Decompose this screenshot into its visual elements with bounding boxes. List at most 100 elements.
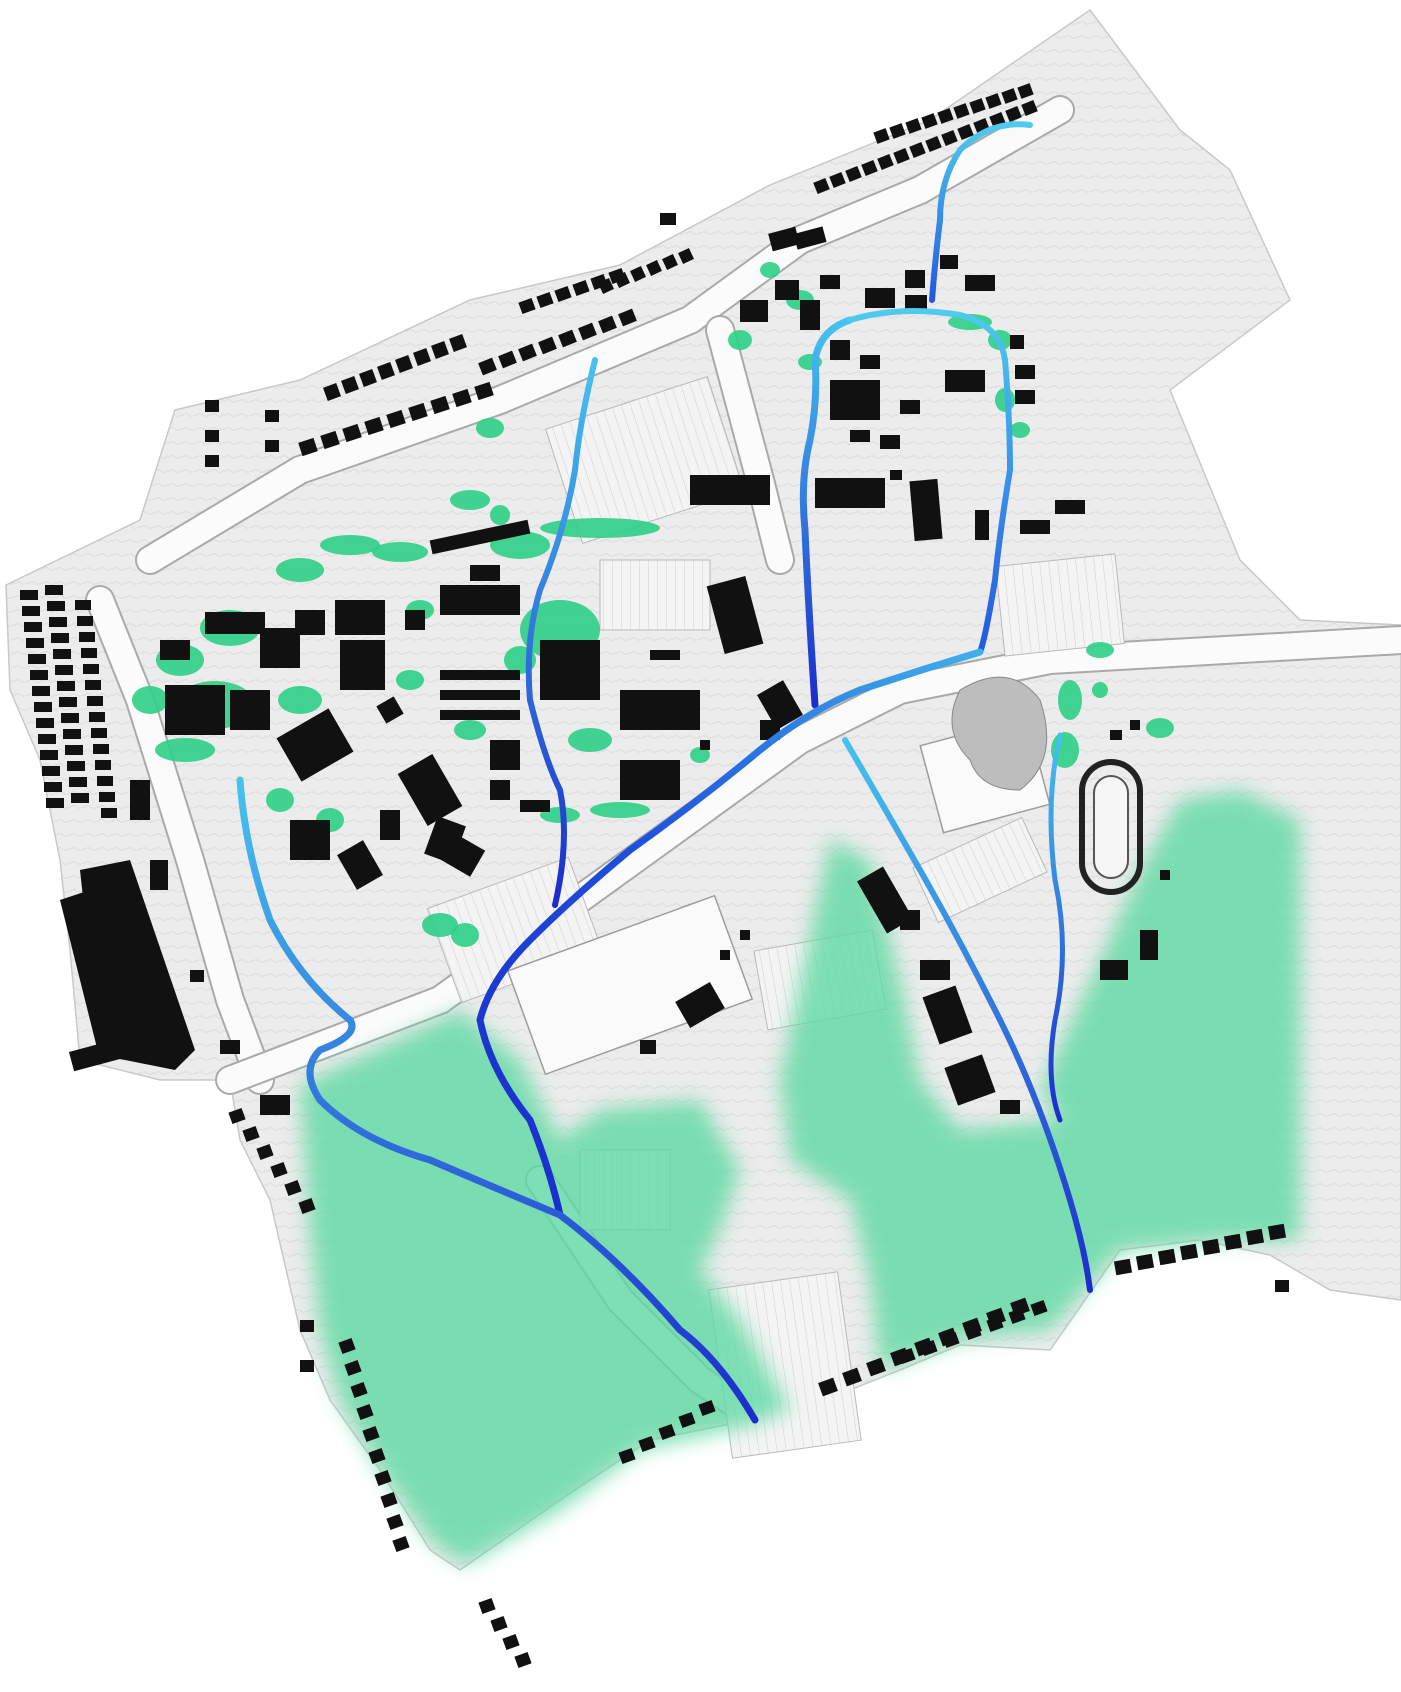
building-footprint bbox=[518, 343, 537, 362]
tree-cluster bbox=[690, 747, 710, 763]
building-footprint bbox=[368, 1447, 386, 1465]
stream-southeast bbox=[842, 737, 1093, 1293]
building-footprint bbox=[46, 798, 64, 808]
building-footprint bbox=[620, 760, 680, 800]
building-footprint bbox=[660, 213, 676, 225]
building-footprint bbox=[618, 308, 637, 327]
building-footprint bbox=[1223, 1233, 1243, 1251]
building-footprint bbox=[335, 600, 385, 635]
building-footprint bbox=[405, 610, 425, 630]
building-footprint bbox=[344, 1359, 362, 1377]
building-footprint bbox=[1140, 930, 1158, 960]
building-footprint bbox=[57, 681, 75, 691]
building-footprint bbox=[397, 754, 463, 826]
road-west bbox=[87, 587, 273, 1093]
building-footprint bbox=[900, 400, 920, 414]
tree-cluster bbox=[1086, 642, 1114, 658]
building-footprint bbox=[698, 1399, 716, 1417]
building-footprint bbox=[380, 810, 400, 840]
building-footprint bbox=[558, 329, 577, 348]
building-footprint bbox=[842, 1367, 862, 1387]
building-footprint bbox=[474, 381, 494, 401]
tree-cluster bbox=[450, 490, 490, 510]
building-footprint bbox=[1017, 83, 1034, 99]
building-footprint bbox=[490, 740, 520, 770]
building-footprint bbox=[97, 776, 113, 786]
building-footprint bbox=[1245, 1228, 1265, 1246]
tree-cluster bbox=[454, 720, 486, 740]
building-footprint bbox=[24, 622, 42, 632]
building-footprint bbox=[36, 718, 54, 728]
building-footprint bbox=[376, 696, 404, 724]
building-footprint bbox=[1267, 1223, 1287, 1241]
parking-stalls bbox=[600, 560, 710, 630]
building-footprint bbox=[944, 1054, 996, 1106]
building-footprint bbox=[69, 777, 87, 787]
building-footprint bbox=[265, 440, 279, 452]
building-footprint bbox=[942, 1331, 960, 1349]
building-footprint bbox=[900, 910, 920, 930]
building-footprint bbox=[975, 510, 989, 540]
tree-cluster bbox=[422, 913, 458, 937]
building-footprint bbox=[1005, 106, 1022, 122]
building-footprint bbox=[392, 1535, 410, 1553]
building-footprints bbox=[20, 83, 1289, 1669]
building-footprint bbox=[1135, 1253, 1155, 1271]
building-footprint bbox=[1015, 390, 1035, 404]
building-footprint bbox=[502, 1633, 520, 1651]
building-footprint bbox=[101, 808, 117, 818]
building-footprint bbox=[965, 275, 995, 291]
building-footprint bbox=[905, 270, 925, 288]
building-footprint bbox=[1015, 365, 1035, 379]
building-footprint bbox=[540, 640, 600, 700]
building-footprint bbox=[1160, 870, 1170, 880]
building-footprint bbox=[660, 690, 690, 720]
building-footprint bbox=[1000, 1100, 1020, 1114]
building-footprint bbox=[1010, 335, 1024, 349]
building-footprint bbox=[830, 380, 880, 420]
building-footprint bbox=[953, 103, 970, 119]
building-footprint bbox=[67, 761, 85, 771]
building-footprint bbox=[81, 648, 97, 658]
building-footprint bbox=[740, 930, 750, 940]
building-footprint bbox=[554, 285, 572, 303]
building-footprint bbox=[830, 340, 850, 360]
building-footprint bbox=[338, 1337, 356, 1355]
building-footprint bbox=[818, 1377, 838, 1397]
building-footprint bbox=[429, 519, 531, 555]
building-footprint bbox=[26, 638, 44, 648]
building-footprint bbox=[675, 982, 725, 1028]
building-footprint bbox=[68, 1028, 162, 1072]
building-footprint bbox=[986, 1315, 1004, 1333]
building-footprint bbox=[572, 279, 590, 297]
building-footprint bbox=[440, 690, 520, 700]
building-footprint bbox=[242, 1125, 260, 1143]
building-footprint bbox=[690, 475, 770, 505]
building-footprint bbox=[300, 1360, 314, 1372]
stream-central bbox=[525, 357, 598, 908]
building-footprint bbox=[1020, 520, 1050, 534]
tree-cluster bbox=[728, 330, 752, 350]
building-footprint bbox=[408, 402, 428, 422]
building-footprint bbox=[362, 1425, 380, 1443]
building-footprint bbox=[490, 780, 510, 800]
tree-cluster bbox=[760, 262, 780, 278]
building-footprint bbox=[65, 745, 83, 755]
knoll bbox=[951, 676, 1048, 791]
building-footprint bbox=[61, 713, 79, 723]
building-footprint bbox=[83, 664, 99, 674]
building-footprint bbox=[893, 148, 910, 164]
tree-cluster bbox=[476, 418, 504, 438]
building-footprint bbox=[47, 601, 65, 611]
building-footprint bbox=[985, 93, 1002, 109]
building-footprint bbox=[1110, 730, 1122, 740]
building-footprint bbox=[276, 708, 354, 782]
building-footprint bbox=[905, 118, 922, 134]
building-footprint bbox=[861, 160, 878, 176]
building-footprint bbox=[95, 760, 111, 770]
building-footprint bbox=[1201, 1238, 1221, 1256]
tree-cluster bbox=[276, 558, 324, 582]
tree-cluster bbox=[1058, 680, 1082, 720]
building-footprint bbox=[925, 136, 942, 152]
